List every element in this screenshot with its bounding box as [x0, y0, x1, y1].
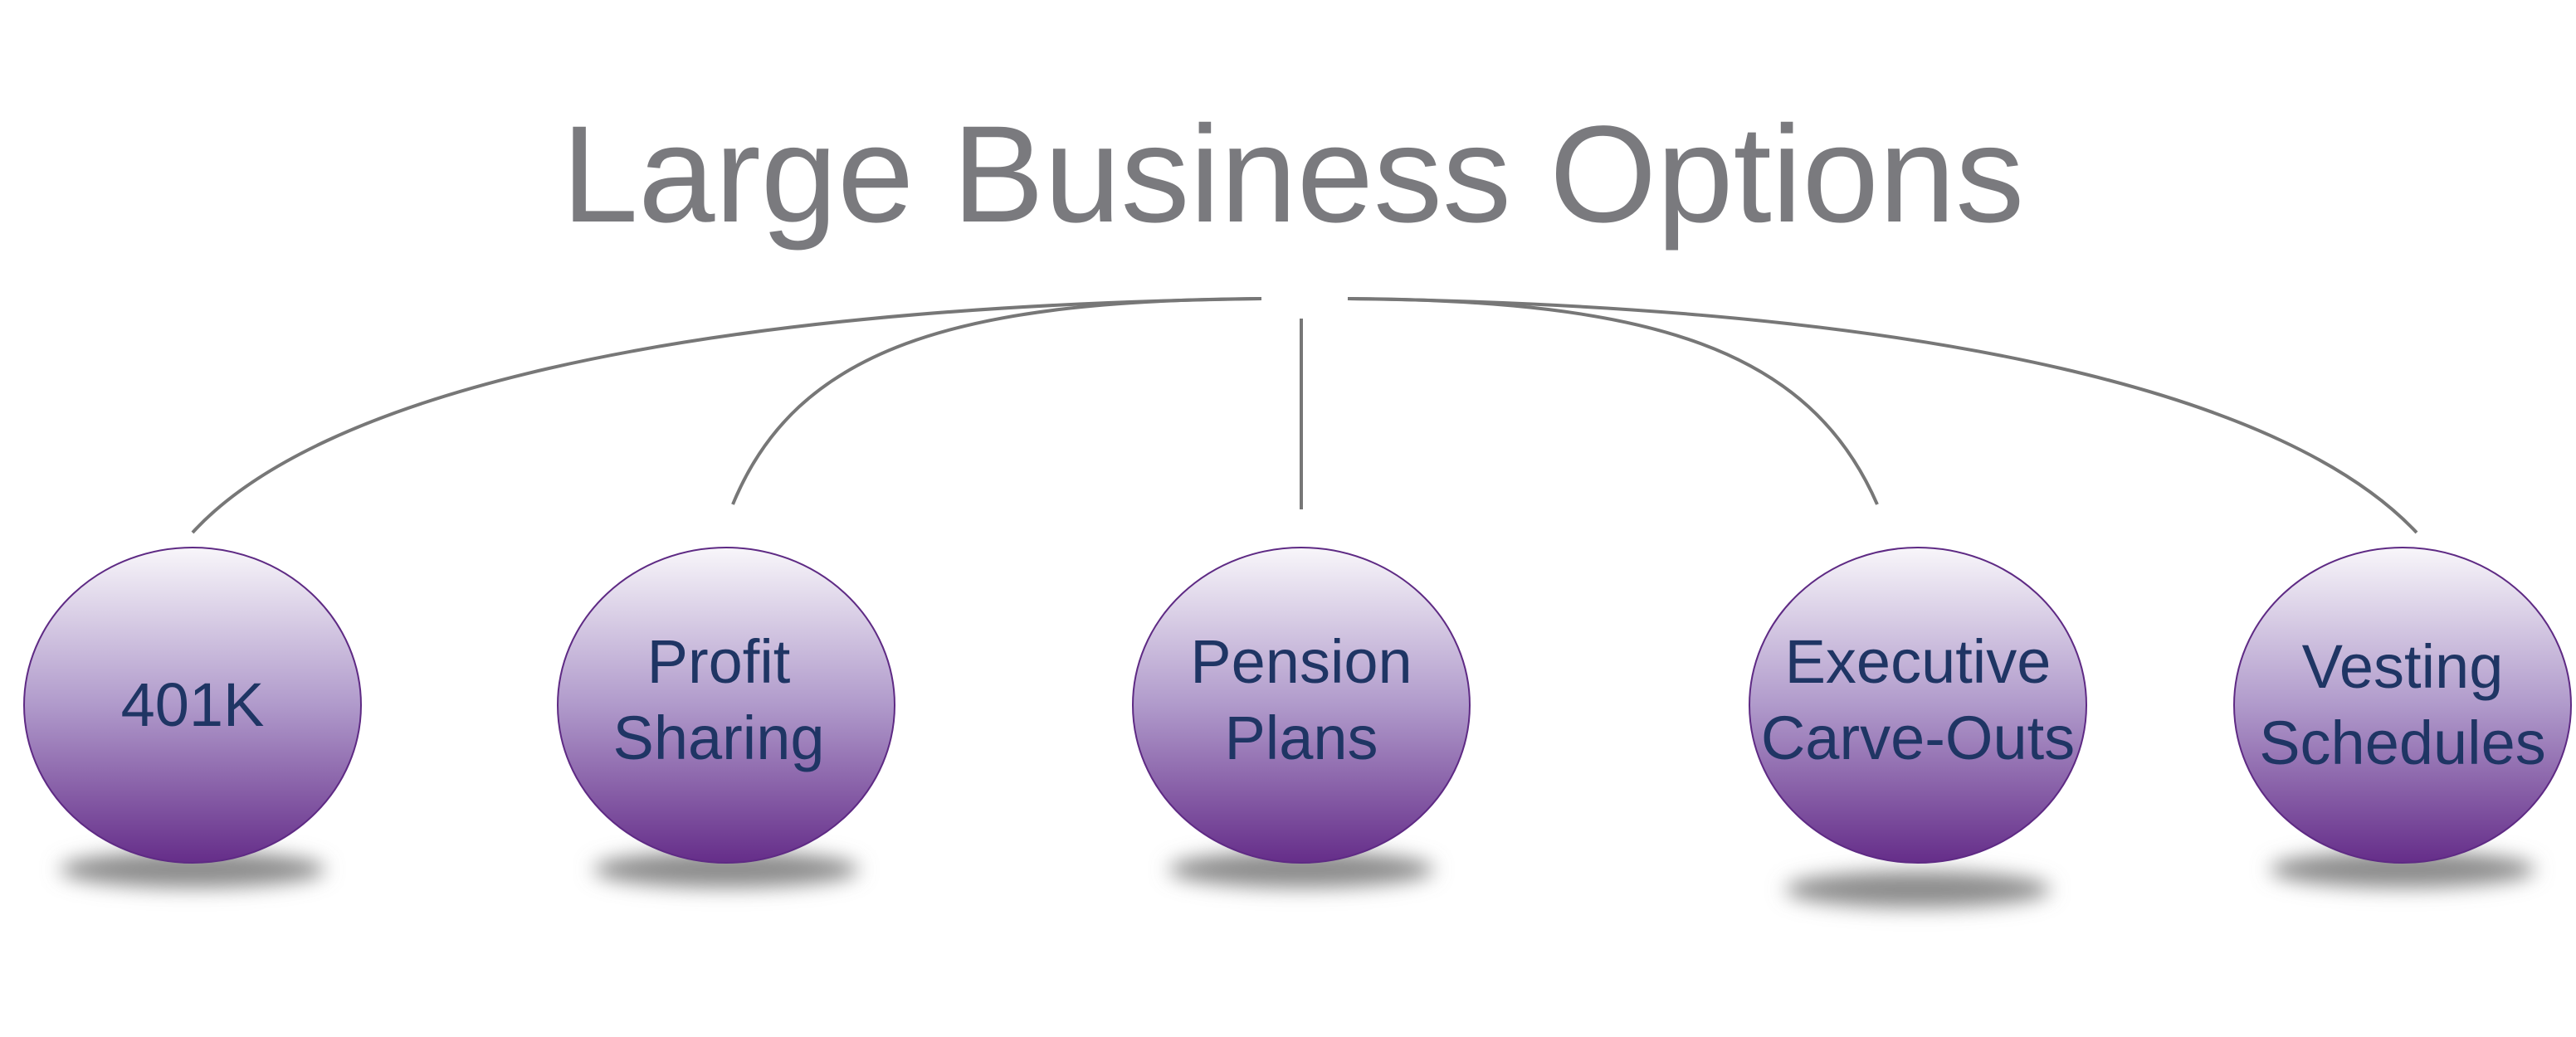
- node-label-line: Carve-Outs: [1760, 704, 2076, 772]
- node-shadow: [2270, 851, 2535, 888]
- node-label-401k: 401K: [18, 667, 367, 743]
- node-bubble-401k: [23, 547, 362, 864]
- node-bubble-profit-sharing: [557, 547, 895, 864]
- diagram-title: Large Business Options: [561, 98, 2025, 251]
- node-bubble-pension-plans: [1132, 547, 1471, 864]
- node-label-line: Schedules: [2259, 708, 2546, 777]
- node-shadow: [60, 851, 325, 888]
- connector-profit-sharing: [731, 297, 1262, 505]
- node-shadow: [1785, 871, 2051, 908]
- connector-vesting-schedules: [1347, 297, 2418, 534]
- connector-401k: [191, 297, 1262, 534]
- node-label-line: Profit: [646, 627, 791, 696]
- node-shadow: [1168, 851, 1434, 888]
- node-bubble-vesting-schedules: [2233, 547, 2572, 864]
- node-label-line: Plans: [1224, 704, 1378, 772]
- node-label-line: Executive: [1784, 627, 2052, 696]
- node-bubble-executive-carve-outs: [1749, 547, 2087, 864]
- connector-executive-carve-outs: [1347, 297, 1879, 505]
- node-shadow: [593, 851, 859, 888]
- node-label-line: Pension: [1190, 627, 1412, 696]
- node-label-line: Vesting: [2301, 632, 2504, 701]
- node-label-line: Sharing: [612, 704, 825, 772]
- node-label-line: 401K: [120, 670, 265, 739]
